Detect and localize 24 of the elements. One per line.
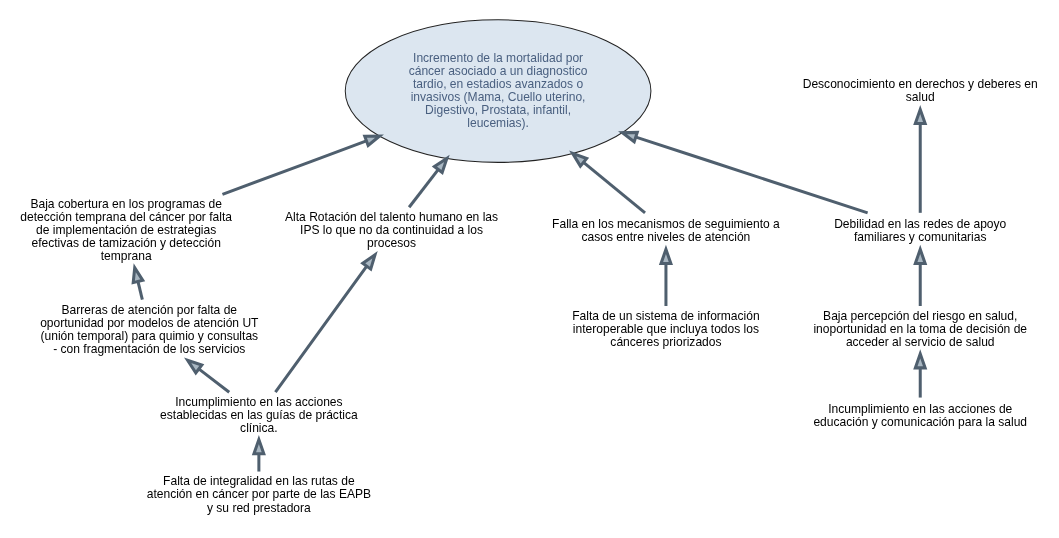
node-text: Barreras de atención por falta de oportunidad por modelos de atención UT (unión temporal) para quimio y consultas - con fragmentación de los servicios [40, 302, 259, 356]
node-text: Incumplimiento en las acciones de educación y comunicación para la salud [813, 401, 1028, 429]
node-text: Falta de un sistema de información interoperable que incluya todos los cánceres priorizados [572, 308, 760, 349]
node-text: Debilidad en las redes de apoyo familiares y comunitarias [834, 216, 1007, 244]
arrow [569, 149, 646, 214]
node-text: Baja percepción del riesgo en salud, inoportunidad en la toma de decisión de acceder al servicio de salud [813, 308, 1028, 349]
node-text: Alta Rotación del talento humano en las IPS lo que no da continuidad a los procesos [285, 209, 499, 250]
arrow [913, 244, 928, 306]
arrow [618, 130, 869, 214]
arrow [251, 434, 266, 472]
arrow [913, 104, 928, 213]
node-text: Incumplimiento en las acciones establecidas en las guías de práctica clínica. [160, 394, 358, 435]
arrow [407, 154, 450, 208]
arrow [184, 357, 231, 393]
node-text: Desconocimiento en derechos y deberes en salud [802, 76, 1038, 104]
node-ellipse: Incremento de la mortalidad por cáncer asociado a un diagnostico tardio, en estadios avanzados o invasivos (Mama, Cuello uterino, Digestivo, Prostata, infantil, leucemias). [344, 18, 652, 163]
arrow [913, 348, 928, 398]
node-text: Falta de integralidad en las rutas de atención en cáncer por parte de las EAPB y su red prestadora [146, 473, 372, 515]
arrow [221, 133, 384, 196]
arrow [274, 250, 378, 393]
node-text: Baja cobertura en los programas de detección temprana del cáncer por falta de implementación de estrategias efectivas de tamización y detección temprana [20, 196, 233, 263]
node-text: Falla en los mecanismos de seguimiento a casos entre niveles de atención [552, 216, 780, 244]
arrow [131, 262, 146, 300]
arrow [658, 244, 673, 306]
